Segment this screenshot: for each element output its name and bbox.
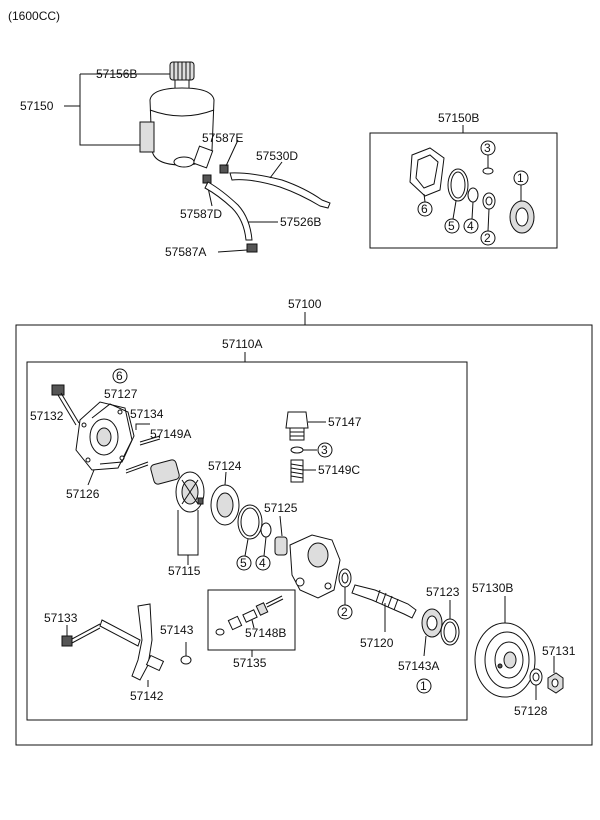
part-label-57100[interactable]: 57100: [288, 297, 322, 311]
part-label-57526B[interactable]: 57526B: [280, 215, 321, 229]
callout-3: 3: [484, 141, 491, 155]
reservoir-group: 57150 57156B: [20, 61, 215, 169]
part-label-57120[interactable]: 57120: [360, 636, 394, 650]
clamp-57587A[interactable]: [246, 243, 258, 253]
part-label-57135[interactable]: 57135: [233, 656, 267, 670]
valve-57148B[interactable]: [215, 595, 284, 636]
hose-group: 57587E 57530D 57587D 57526B 57587A: [165, 131, 331, 259]
callout-1-pump: 1: [420, 679, 427, 693]
kit-ring-3[interactable]: [482, 167, 494, 175]
fitting-57147[interactable]: [285, 411, 309, 441]
kit-seal-2[interactable]: [482, 192, 496, 210]
part-label-57123[interactable]: 57123: [426, 585, 460, 599]
washer-3[interactable]: [290, 446, 304, 454]
pump-assembly-57100: 57100 57110A 57132 57127 6 57126 57134 5…: [15, 297, 593, 746]
part-label-57150B[interactable]: 57150B: [438, 111, 479, 125]
bracket-57142[interactable]: [131, 603, 153, 681]
part-label-57156B[interactable]: 57156B: [96, 67, 137, 81]
kit-gasket[interactable]: [409, 147, 445, 197]
seal-kit-57150B: 57150B 6 5 4 3 2 1: [369, 111, 558, 249]
part-label-57142[interactable]: 57142: [130, 689, 164, 703]
callout-6: 6: [421, 202, 428, 216]
kit-o-ring-small[interactable]: [467, 187, 479, 203]
part-label-57134[interactable]: 57134: [130, 407, 164, 421]
hose-57530D[interactable]: [229, 172, 331, 209]
part-label-57115[interactable]: 57115: [168, 564, 201, 578]
pump-assembly-frame: [15, 324, 593, 746]
part-label-57149C[interactable]: 57149C: [318, 463, 360, 477]
part-label-57110A[interactable]: 57110A: [222, 337, 262, 351]
spring-57149C[interactable]: [290, 459, 304, 483]
callout-6-pump: 6: [116, 369, 123, 383]
part-label-57150[interactable]: 57150: [20, 99, 54, 113]
o-ring-5[interactable]: [237, 504, 263, 540]
pump-subassembly-frame: [26, 361, 468, 721]
seal-kit-frame: [369, 132, 558, 249]
clip-57143[interactable]: [180, 655, 192, 665]
bolt-57132[interactable]: [51, 384, 80, 426]
nut-57131[interactable]: [547, 672, 564, 694]
callout-4: 4: [467, 219, 474, 233]
part-label-57133[interactable]: 57133: [44, 611, 78, 625]
pin-57149A[interactable]: [139, 435, 161, 443]
bolt-57133[interactable]: [61, 623, 101, 647]
washer-57128[interactable]: [529, 668, 543, 686]
pulley-57130B[interactable]: [474, 622, 536, 698]
callout-2: 2: [484, 231, 491, 245]
part-label-57530D[interactable]: 57530D: [256, 149, 298, 163]
part-label-57587D[interactable]: 57587D: [180, 207, 222, 221]
part-label-57143[interactable]: 57143: [160, 623, 194, 637]
part-label-57148B[interactable]: 57148B: [245, 626, 286, 640]
part-label-57126[interactable]: 57126: [66, 487, 100, 501]
callout-2-pump: 2: [341, 605, 348, 619]
part-label-57131[interactable]: 57131: [542, 644, 576, 658]
part-label-57149A[interactable]: 57149A: [150, 427, 191, 441]
part-label-57128[interactable]: 57128: [514, 704, 548, 718]
part-label-57125[interactable]: 57125: [264, 501, 298, 515]
seal-57125[interactable]: [274, 536, 288, 556]
clamp-57587E[interactable]: [219, 164, 229, 174]
part-label-57124[interactable]: 57124: [208, 459, 242, 473]
callout-4-pump: 4: [259, 556, 266, 570]
callout-1: 1: [517, 171, 524, 185]
callout-5: 5: [448, 219, 455, 233]
engine-variant-label: (1600CC): [8, 9, 60, 23]
part-label-57127[interactable]: 57127: [104, 387, 138, 401]
pin-57134[interactable]: [125, 461, 149, 471]
part-label-57587A[interactable]: 57587A: [165, 245, 206, 259]
o-ring-4[interactable]: [260, 522, 272, 538]
part-label-57147[interactable]: 57147: [328, 415, 362, 429]
gasket-57127[interactable]: [91, 403, 135, 465]
cam-ring[interactable]: [150, 459, 180, 485]
hose-57526B[interactable]: [204, 181, 253, 241]
callout-5-pump: 5: [240, 556, 247, 570]
shaft-57120[interactable]: [351, 584, 417, 619]
part-label-57143A[interactable]: 57143A: [398, 659, 439, 673]
reservoir-tank[interactable]: [149, 87, 215, 166]
part-label-57130B[interactable]: 57130B: [472, 581, 513, 595]
callout-3-pump: 3: [321, 443, 328, 457]
part-label-57587E[interactable]: 57587E: [202, 131, 243, 145]
part-label-57132[interactable]: 57132: [30, 409, 64, 423]
seal-2[interactable]: [338, 568, 352, 588]
clamp-57587D[interactable]: [202, 174, 212, 184]
